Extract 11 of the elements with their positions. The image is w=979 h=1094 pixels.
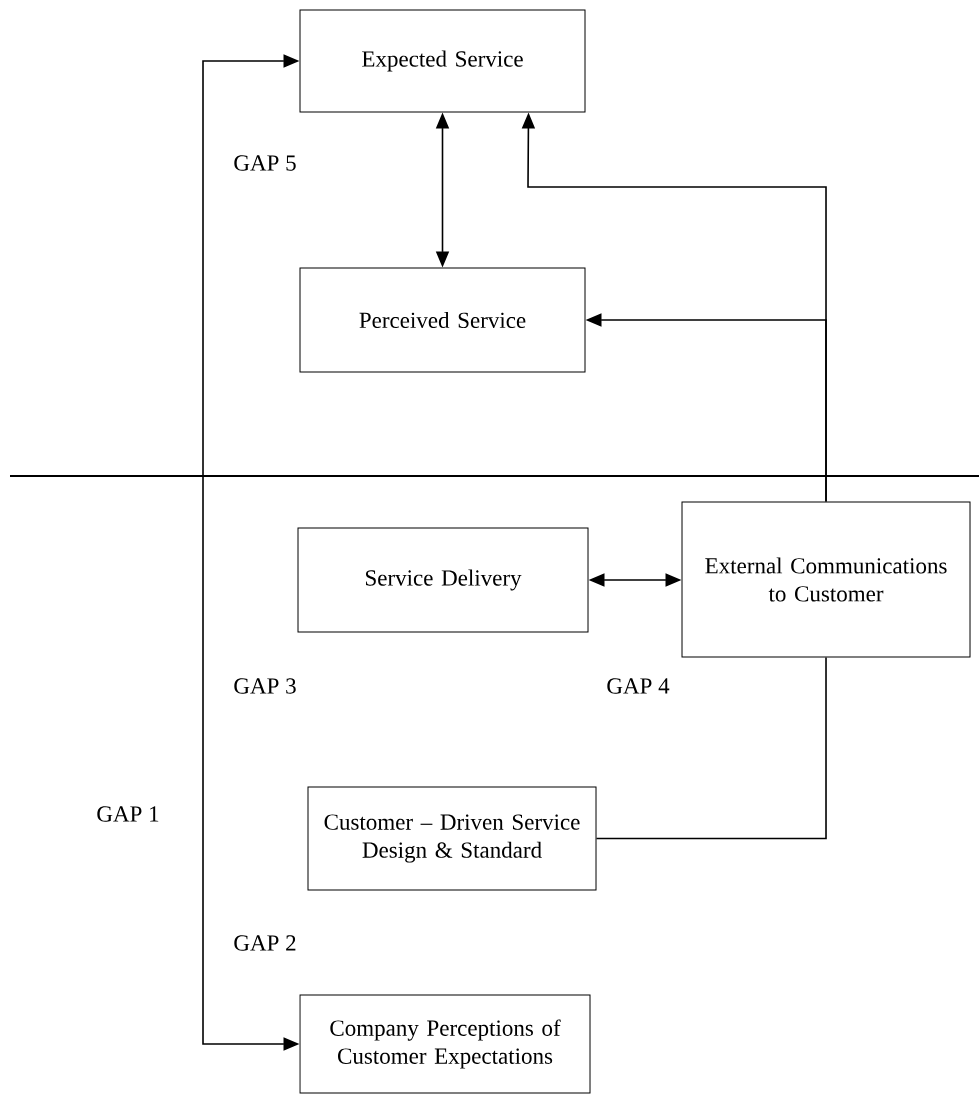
process-box: Expected Service xyxy=(299,9,586,113)
gap-label: GAP 3 xyxy=(234,678,296,694)
process-box: Customer – Driven Service Design & Standard xyxy=(307,786,597,891)
process-box: Perceived Service xyxy=(299,267,586,373)
process-box: Company Perceptions of Customer Expectations xyxy=(299,994,591,1094)
process-box: Service Delivery xyxy=(297,527,589,633)
gap-label: GAP 4 xyxy=(607,678,670,694)
gap-label: GAP 1 xyxy=(97,806,159,822)
gap-label: GAP 5 xyxy=(234,155,296,171)
gap-label: GAP 2 xyxy=(234,935,296,951)
process-box: External Communications to Customer xyxy=(681,501,971,658)
